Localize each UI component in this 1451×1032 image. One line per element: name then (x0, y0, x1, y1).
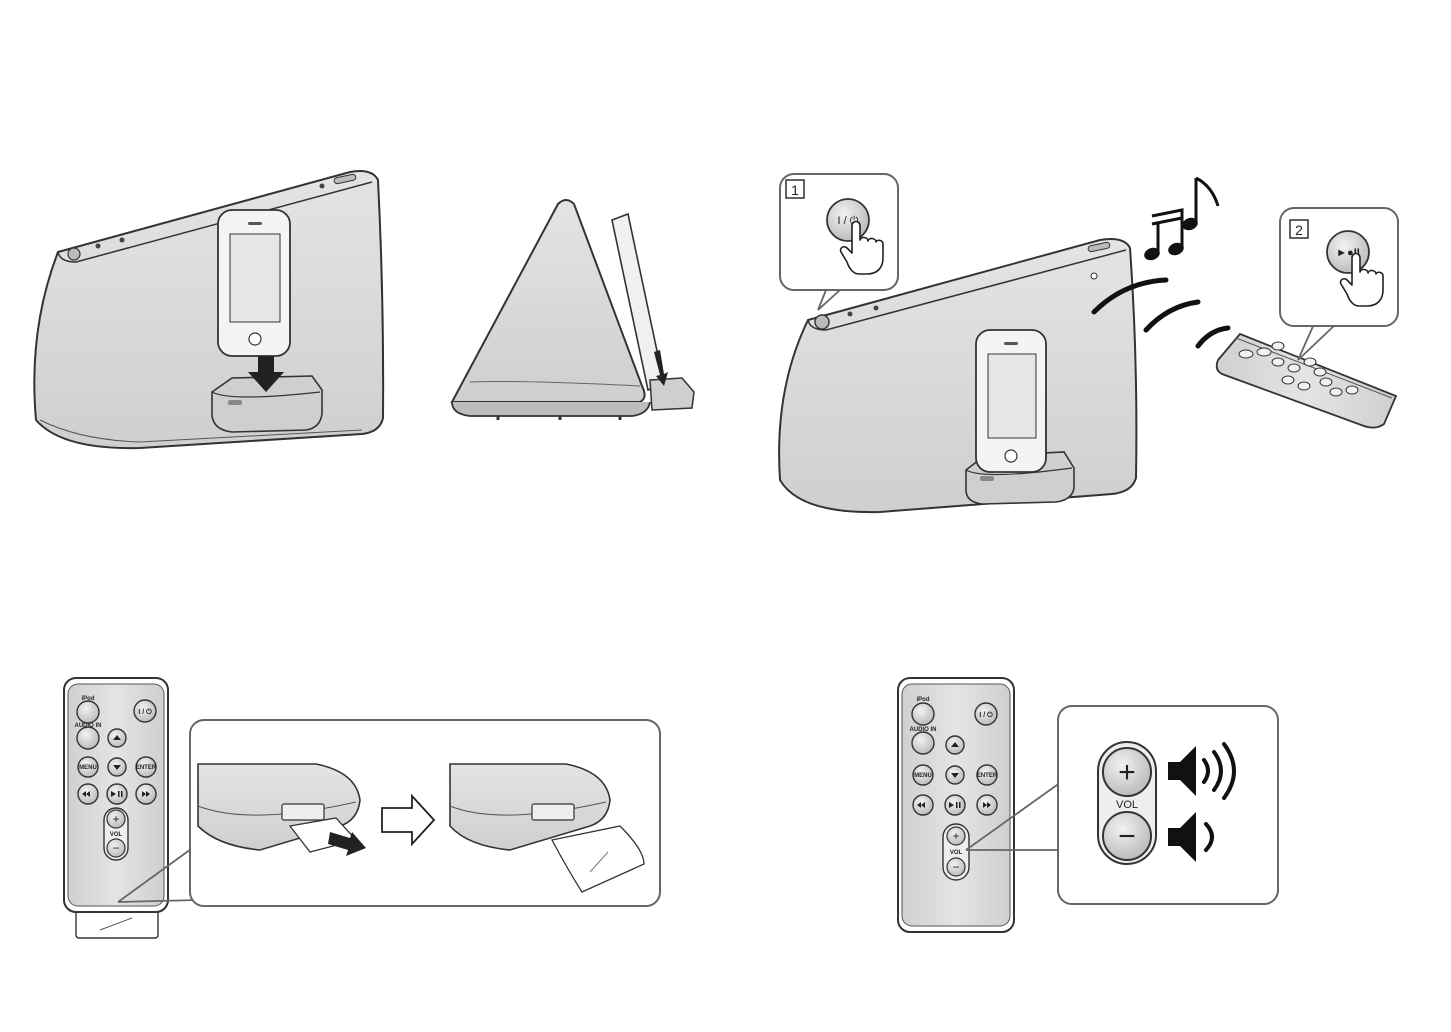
callout-power-step: 1 I / ⏻ (780, 174, 898, 310)
vol-plus-label: + (952, 829, 959, 843)
vol-minus-label: − (112, 841, 119, 855)
remote-battery-tab-illustration: iPod I / ⏻ AUDIO IN MENU ENTER + VOL (64, 678, 660, 938)
enter-label: ENTER (977, 773, 998, 779)
ipod-button (912, 703, 934, 725)
iphone-illustration (218, 210, 290, 356)
enter-label: ENTER (136, 765, 157, 771)
vol-large-label: VOL (1116, 799, 1138, 811)
play-pause-button (107, 784, 127, 804)
audio-in-button (77, 727, 99, 749)
power-button-label: I / ⏻ (979, 711, 993, 719)
menu-label: MENU (914, 773, 932, 779)
vol-label: VOL (110, 832, 123, 838)
step-1-number: 1 (791, 182, 799, 198)
speaker-front-dock-illustration (34, 171, 383, 448)
audio-in-button (912, 732, 934, 754)
play-pause-button (945, 795, 965, 815)
vol-plus-label: + (112, 812, 119, 826)
callout-volume (1058, 706, 1278, 904)
music-note-icon (1142, 178, 1218, 262)
step-2-number: 2 (1295, 222, 1303, 238)
vol-minus-label: − (952, 860, 959, 874)
vol-plus-large-label: + (1118, 756, 1136, 789)
menu-label: MENU (79, 765, 97, 771)
power-button-label: I / ⏻ (138, 708, 152, 716)
vol-minus-large-label: − (1118, 820, 1136, 853)
vol-label: VOL (950, 850, 963, 856)
ipod-label: iPod (917, 697, 930, 703)
remote-volume-illustration: iPod I / ⏻ AUDIO IN MENU ENTER + VOL (898, 678, 1278, 932)
ipod-button (77, 701, 99, 723)
speaker-side-view-illustration (452, 200, 694, 420)
remote-control: iPod I / ⏻ AUDIO IN MENU ENTER + VOL (898, 678, 1014, 932)
callout-play-step: 2 ►●II (1280, 208, 1398, 360)
